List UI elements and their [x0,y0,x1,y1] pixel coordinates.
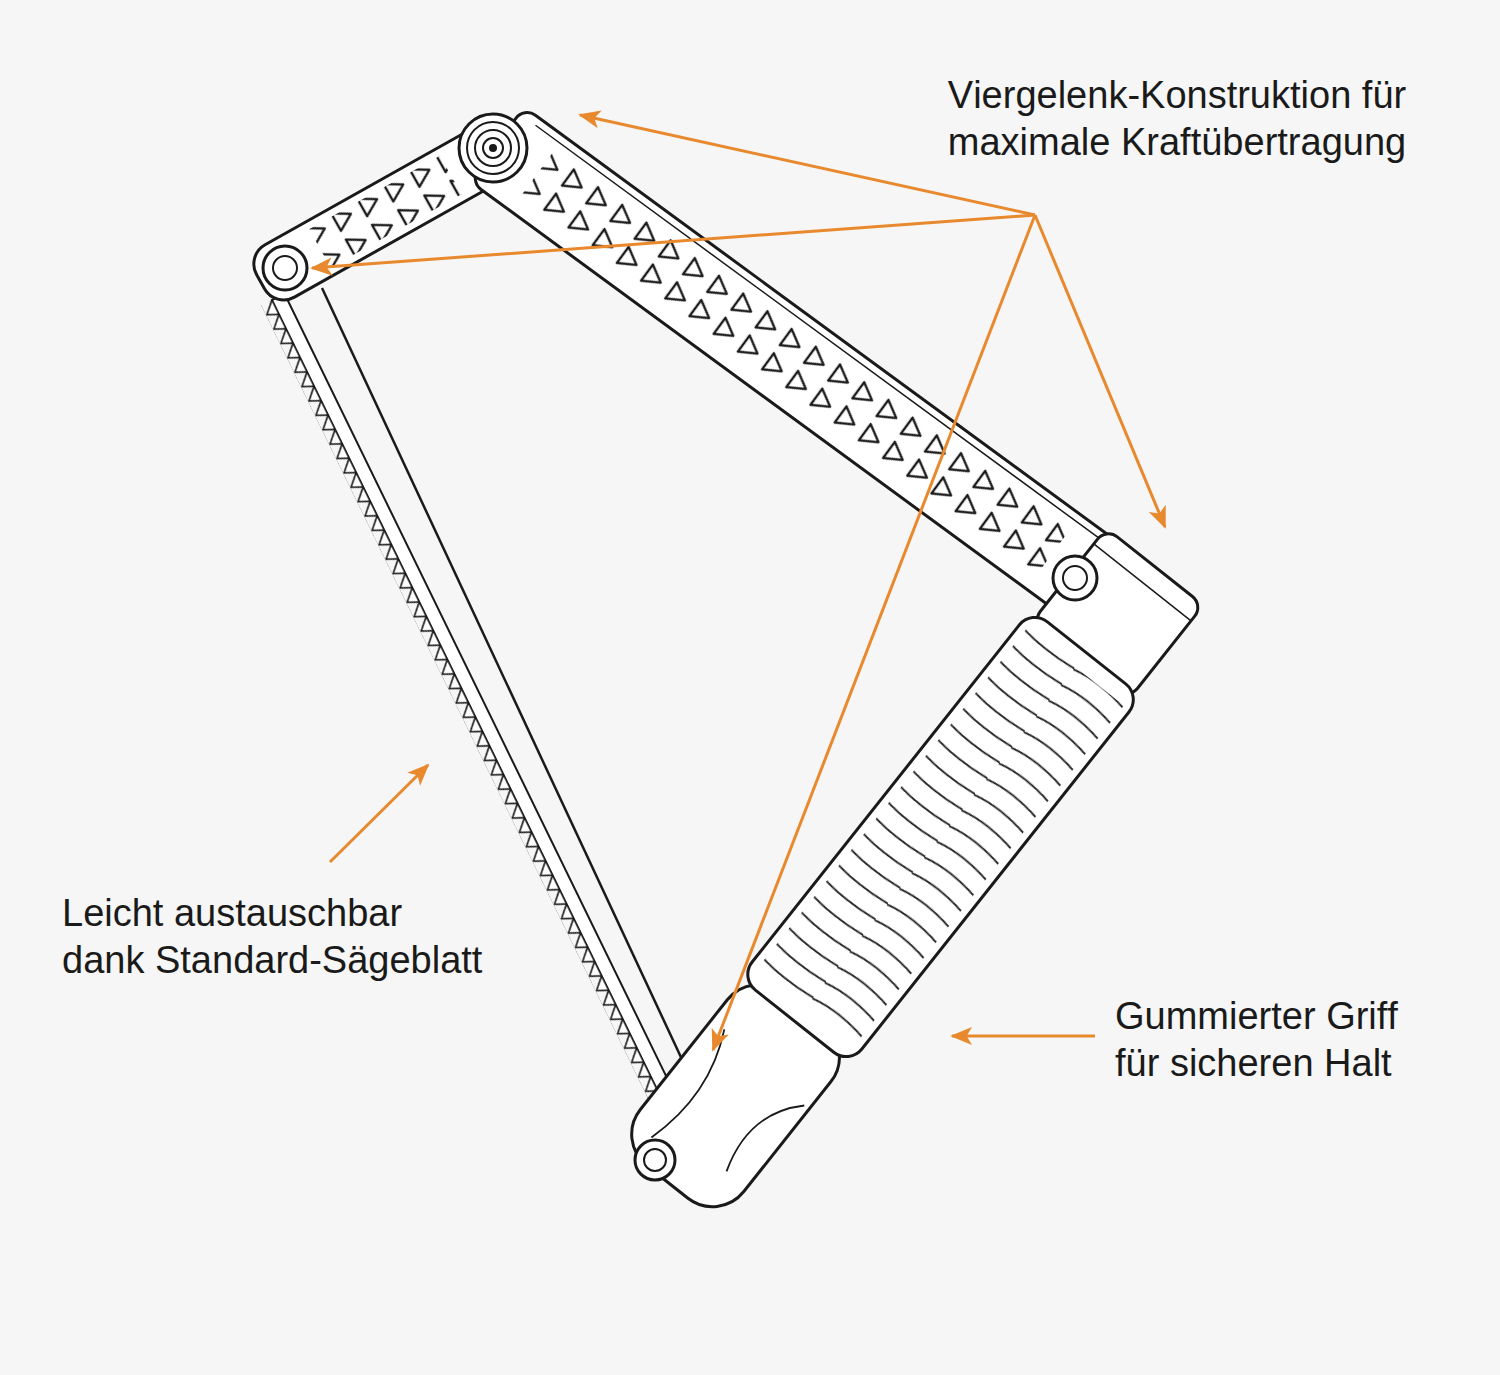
disc-ring [483,138,503,158]
pivot-outer [635,1140,675,1180]
callout-label: Viergelenk-Konstruktion für maximale Kra… [930,72,1424,166]
leader-line [312,215,1035,268]
disc-ring [467,122,519,174]
link-lattice [309,156,461,268]
pivot-inner [1063,566,1087,590]
pivot [263,246,307,290]
disc-joint [459,114,527,182]
grip-grooves [756,628,1124,1047]
long-arm [470,107,1125,622]
disc-ring [475,130,511,166]
arm-edge [536,125,1105,542]
arm-frame [470,107,1125,622]
pivot-outer [263,246,307,290]
disc-center [489,144,497,152]
leader-line [1035,215,1165,527]
saw-blade [261,294,681,1119]
leader-line [952,1035,1095,1038]
top-link [246,121,515,308]
disc-outer [459,114,527,182]
pivot-outer [1053,556,1097,600]
pivot-inner [644,1149,666,1171]
hinge-line [1094,544,1191,621]
pivot-inner [273,256,297,280]
link-frame [246,121,515,308]
arm-lattice [518,147,1073,578]
callout-label: Leicht austauschbar dank Standard-Sägebl… [62,890,490,984]
pivot [1053,556,1097,600]
leader-line [330,765,428,862]
blade-body [272,294,681,1114]
leader-line [713,215,1035,1050]
grip [612,523,1209,1225]
pivot [635,1140,675,1180]
leader-lines [312,115,1165,1050]
callout-label: Gummierter Griff für sicheren Halt [1115,993,1419,1087]
blade-teeth [261,300,669,1119]
rubber-grip [740,609,1142,1064]
